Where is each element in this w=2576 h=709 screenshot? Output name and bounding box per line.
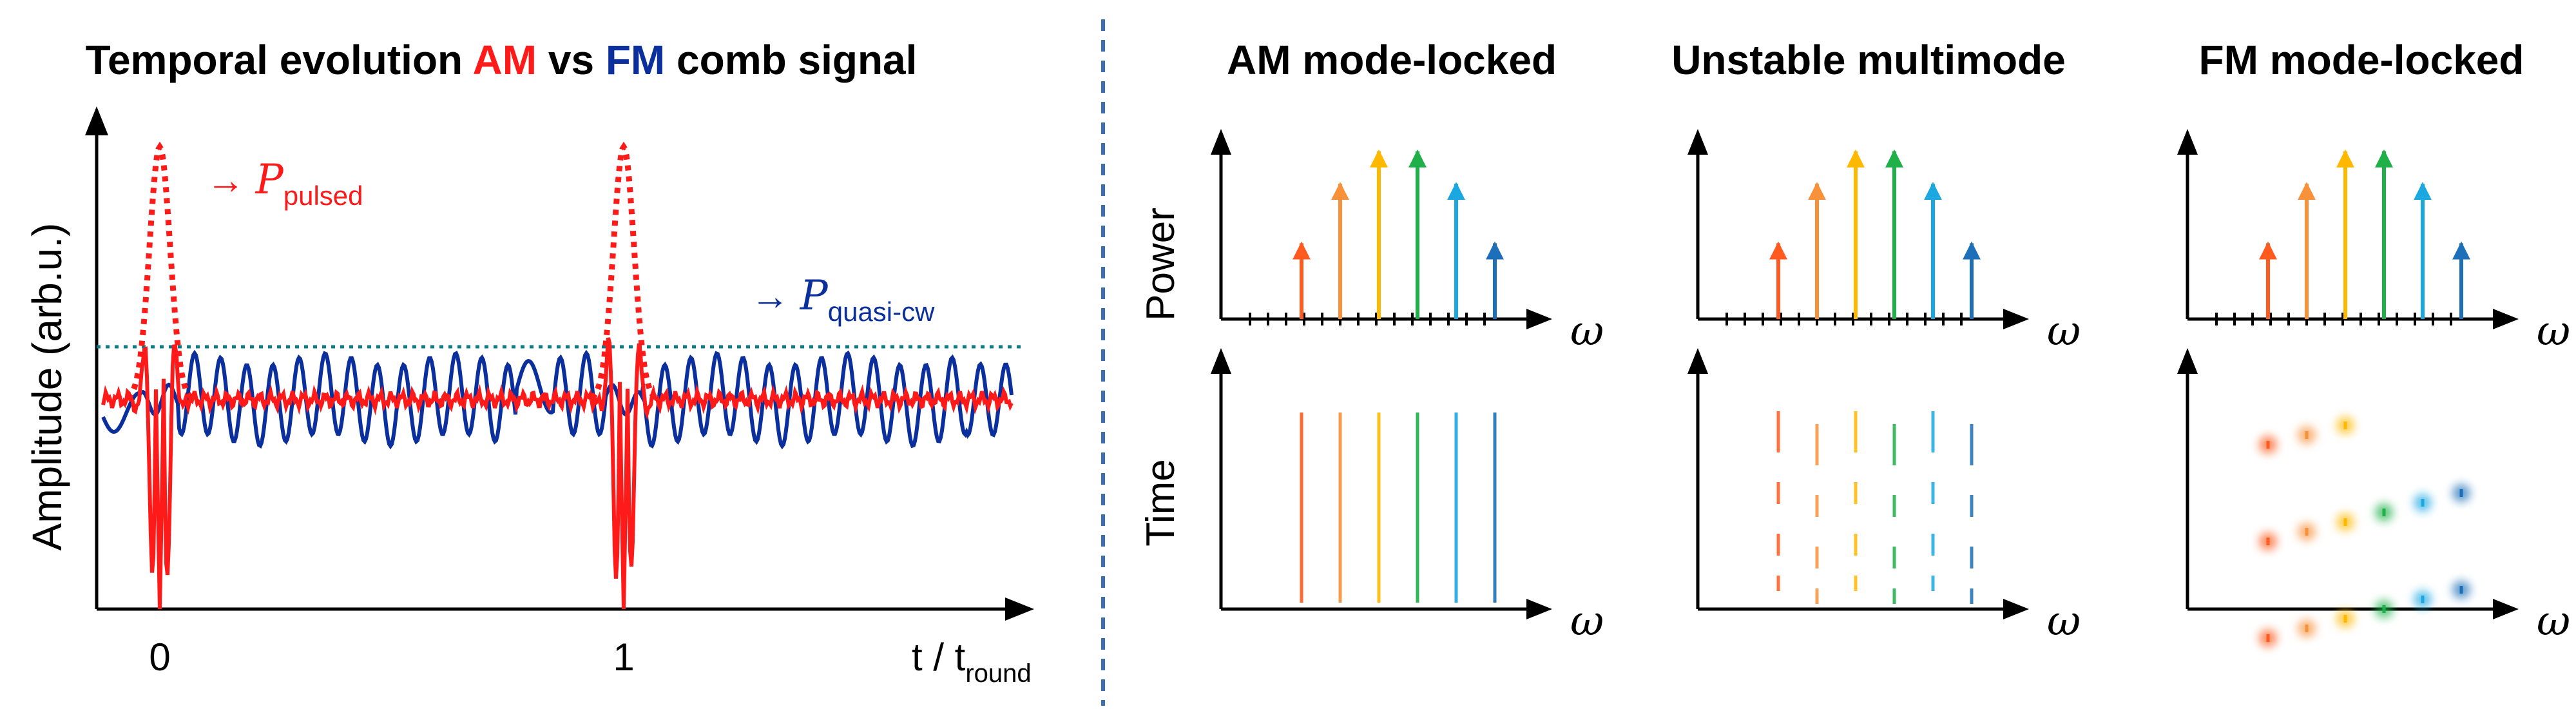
- omega-label-power: ω: [2537, 307, 2570, 355]
- x-tick-1: 1: [613, 636, 634, 679]
- am-mode-locked-title: AM mode-locked: [1227, 37, 1557, 83]
- temporal-evolution-panel: Temporal evolution AM vs FM comb signal …: [24, 37, 1034, 688]
- unstable-multimode-diagram: ωω: [1687, 129, 2081, 645]
- left-panel-title: Temporal evolution AM vs FM comb signal: [86, 37, 918, 83]
- quasi-cw-power-label: → Pquasi-cw: [751, 272, 935, 327]
- x-axis-label: t / tround: [912, 636, 1032, 688]
- omega-label-time: ω: [2537, 597, 2570, 645]
- fm-mode-locked-diagram: ωω: [2177, 129, 2570, 647]
- time-x-arrowhead: [2493, 599, 2519, 619]
- power-x-arrowhead: [1526, 309, 1552, 329]
- pulsed-power-label: → Ppulsed: [206, 156, 363, 211]
- omega-label-power: ω: [1570, 307, 1604, 355]
- omega-label-time: ω: [2047, 597, 2081, 645]
- unstable-multimode-title: Unstable multimode: [1671, 37, 2066, 83]
- time-y-arrowhead: [1211, 348, 1231, 374]
- power-axis-label: Power: [1139, 208, 1183, 321]
- am-pulse-envelope-0: [126, 141, 194, 400]
- fm-comb-signal: [101, 349, 1014, 450]
- power-x-arrowhead: [2493, 309, 2519, 329]
- time-axis-label: Time: [1139, 459, 1183, 546]
- time-y-arrowhead: [1687, 348, 1708, 374]
- mode-panels: AM mode-locked Unstable multimode FM mod…: [1139, 37, 2570, 647]
- x-axis-arrowhead: [1005, 597, 1034, 621]
- power-x-arrowhead: [2003, 309, 2029, 329]
- omega-label-power: ω: [2047, 307, 2081, 355]
- x-tick-0: 0: [149, 636, 170, 679]
- power-y-arrowhead: [1211, 129, 1231, 155]
- time-x-arrowhead: [1526, 599, 1552, 619]
- omega-label-time: ω: [1570, 597, 1604, 645]
- fm-mode-locked-title: FM mode-locked: [2199, 37, 2524, 83]
- y-axis-label: Amplitude (arb.u.): [24, 223, 70, 551]
- time-x-arrowhead: [2003, 599, 2029, 619]
- y-axis-arrowhead: [85, 106, 108, 135]
- time-y-arrowhead: [2177, 348, 2198, 374]
- am-mode-locked-diagram: ωω: [1211, 129, 1604, 645]
- am-comb-signal: [101, 337, 1014, 610]
- am-pulse-envelope-1: [590, 141, 658, 400]
- power-y-arrowhead: [2177, 129, 2198, 155]
- power-y-arrowhead: [1687, 129, 1708, 155]
